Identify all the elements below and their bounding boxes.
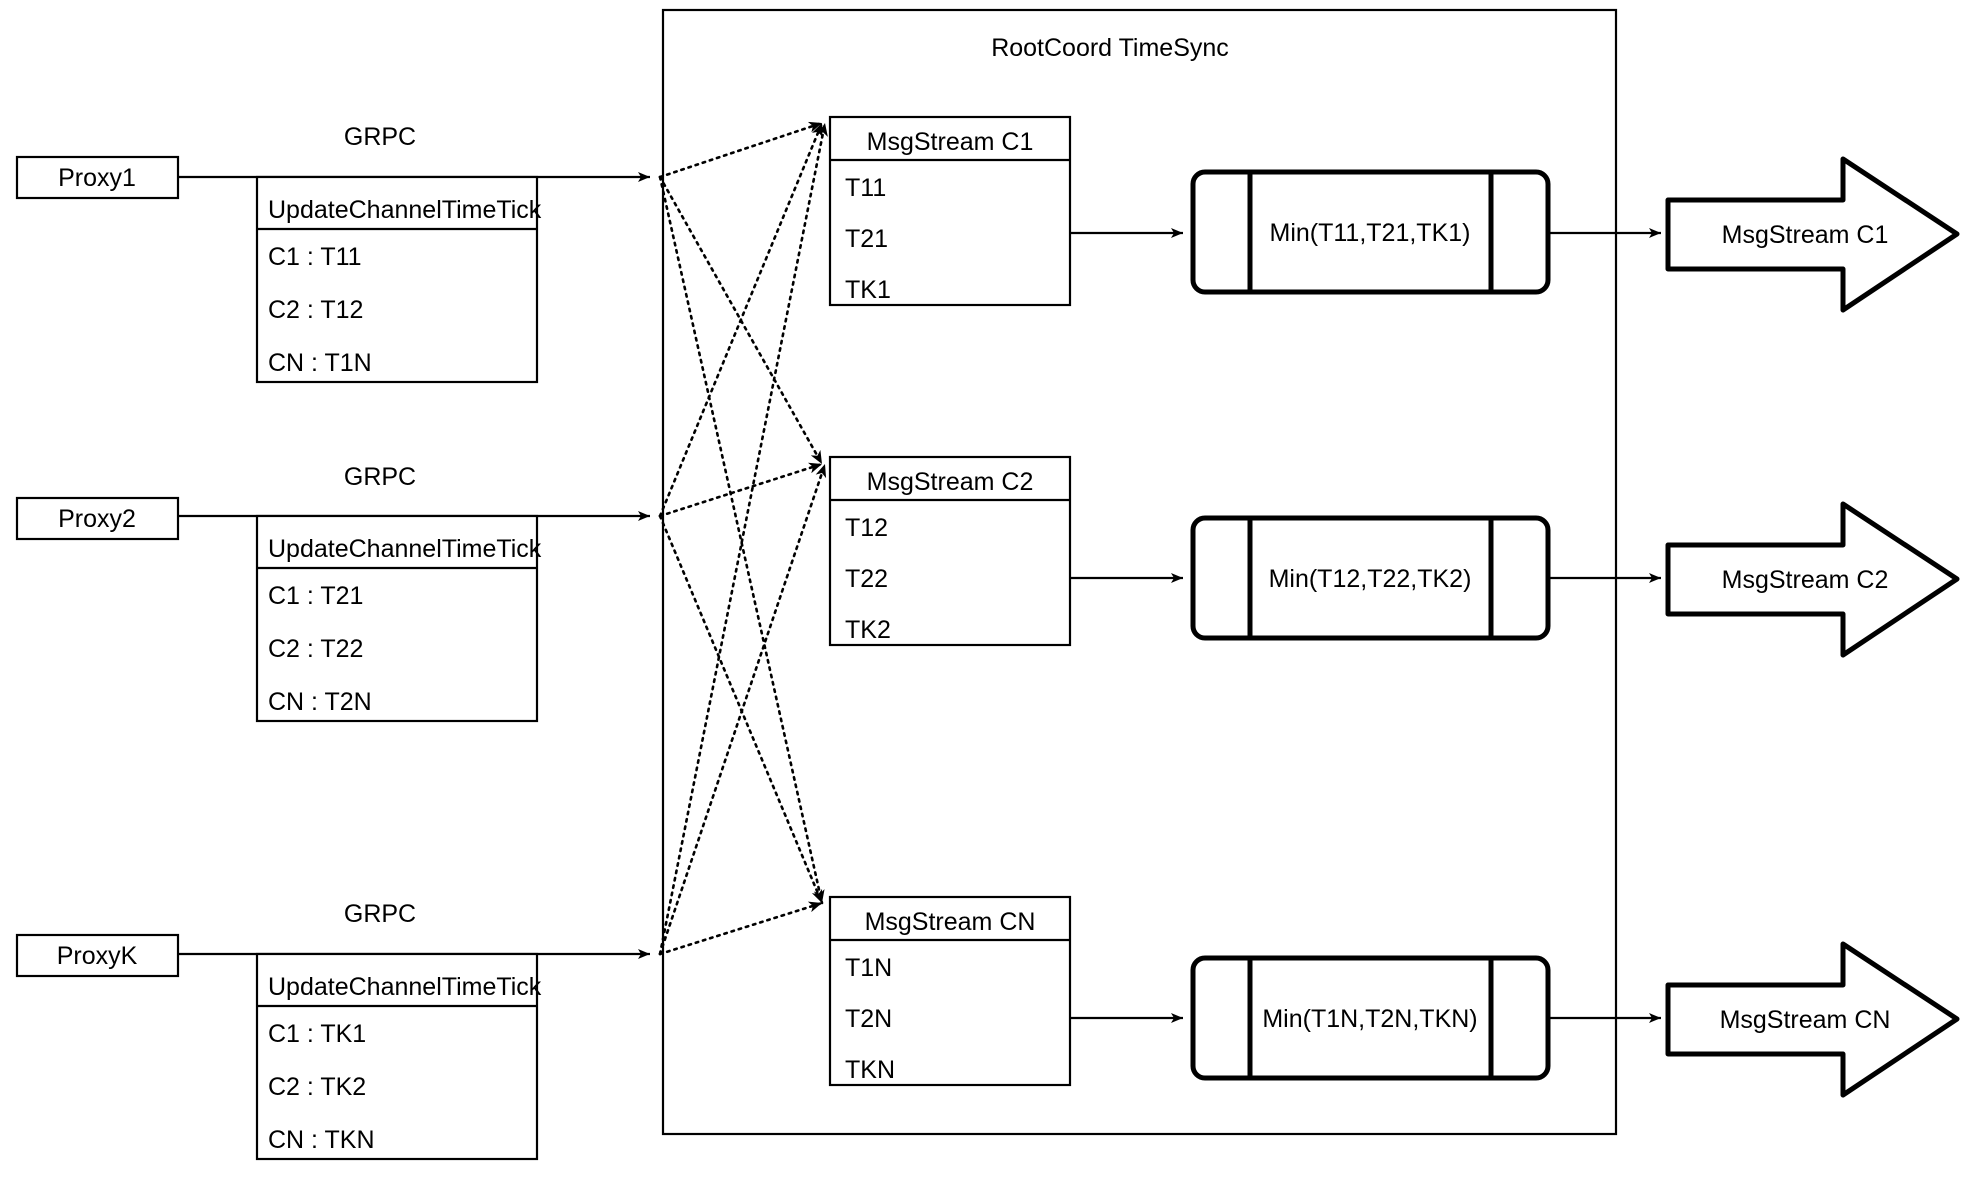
proxy-label-2: Proxy2 bbox=[58, 505, 136, 533]
msgstream-box-2[interactable] bbox=[828, 455, 1072, 647]
proxy-box-2[interactable] bbox=[15, 496, 180, 541]
output-label-2: MsgStream C2 bbox=[1722, 566, 1889, 594]
proxy-box-1[interactable] bbox=[15, 155, 180, 200]
update-channel-timetick-row-1-2: CN : T1N bbox=[268, 349, 372, 377]
dotted-connector-p2-c2 bbox=[658, 462, 824, 518]
update-channel-timetick-box-2[interactable] bbox=[255, 514, 539, 723]
min-label-1: Min(T11,T21,TK1) bbox=[1270, 219, 1471, 247]
dotted-connector-pk-c1 bbox=[658, 121, 828, 956]
msgstream-box-1[interactable] bbox=[828, 115, 1072, 307]
update-channel-timetick-box-1[interactable] bbox=[255, 175, 539, 384]
msgstream-row-3-2: TKN bbox=[845, 1056, 895, 1084]
msgstream-row-2-0: T12 bbox=[845, 514, 888, 542]
dotted-connector-p2-c1 bbox=[658, 121, 824, 518]
grpc-label-2: GRPC bbox=[344, 463, 416, 491]
update-channel-timetick-row-2-0: C1 : T21 bbox=[268, 582, 363, 610]
update-channel-timetick-box-3[interactable] bbox=[255, 952, 539, 1161]
msgstream-box-3[interactable] bbox=[828, 895, 1072, 1087]
output-label-1: MsgStream C1 bbox=[1722, 221, 1889, 249]
update-channel-timetick-row-3-2: CN : TKN bbox=[268, 1126, 375, 1154]
proxy-label-3: ProxyK bbox=[57, 942, 138, 970]
update-channel-timetick-row-3-0: C1 : TK1 bbox=[268, 1020, 366, 1048]
update-channel-timetick-row-1-1: C2 : T12 bbox=[268, 296, 363, 324]
msgstream-header-1: MsgStream C1 bbox=[867, 128, 1034, 156]
min-label-2: Min(T12,T22,TK2) bbox=[1269, 565, 1472, 593]
update-channel-timetick-header-3: UpdateChannelTimeTick bbox=[268, 973, 542, 1001]
update-channel-timetick-row-2-1: C2 : T22 bbox=[268, 635, 363, 663]
msgstream-header-2: MsgStream C2 bbox=[867, 468, 1034, 496]
container-title: RootCoord TimeSync bbox=[991, 34, 1229, 62]
update-channel-timetick-header-1: UpdateChannelTimeTick bbox=[268, 196, 542, 224]
output-arrow-1[interactable] bbox=[1665, 156, 1960, 313]
rootcoord-timesync-container bbox=[661, 8, 1618, 1136]
update-channel-timetick-row-3-1: C2 : TK2 bbox=[268, 1073, 366, 1101]
dotted-connector-pk-c2 bbox=[658, 462, 827, 956]
update-channel-timetick-row-2-2: CN : T2N bbox=[268, 688, 372, 716]
output-arrow-3[interactable] bbox=[1665, 941, 1960, 1098]
msgstream-row-1-2: TK1 bbox=[845, 276, 891, 304]
msgstream-row-1-1: T21 bbox=[845, 225, 888, 253]
msgstream-row-3-0: T1N bbox=[845, 954, 892, 982]
msgstream-header-3: MsgStream CN bbox=[865, 908, 1036, 936]
dotted-connector-p1-c1 bbox=[658, 121, 824, 179]
dotted-connector-pk-cn bbox=[658, 901, 824, 956]
update-channel-timetick-header-2: UpdateChannelTimeTick bbox=[268, 535, 542, 563]
grpc-label-3: GRPC bbox=[344, 900, 416, 928]
msgstream-row-3-1: T2N bbox=[845, 1005, 892, 1033]
output-arrow-2[interactable] bbox=[1665, 501, 1960, 658]
min-label-3: Min(T1N,T2N,TKN) bbox=[1262, 1005, 1477, 1033]
proxy-label-1: Proxy1 bbox=[58, 164, 136, 192]
msgstream-row-2-1: T22 bbox=[845, 565, 888, 593]
msgstream-row-1-0: T11 bbox=[845, 174, 886, 202]
grpc-label-1: GRPC bbox=[344, 123, 416, 151]
proxy-box-3[interactable] bbox=[15, 933, 180, 978]
output-label-3: MsgStream CN bbox=[1720, 1006, 1891, 1034]
msgstream-row-2-2: TK2 bbox=[845, 616, 891, 644]
update-channel-timetick-row-1-0: C1 : T11 bbox=[268, 243, 362, 271]
